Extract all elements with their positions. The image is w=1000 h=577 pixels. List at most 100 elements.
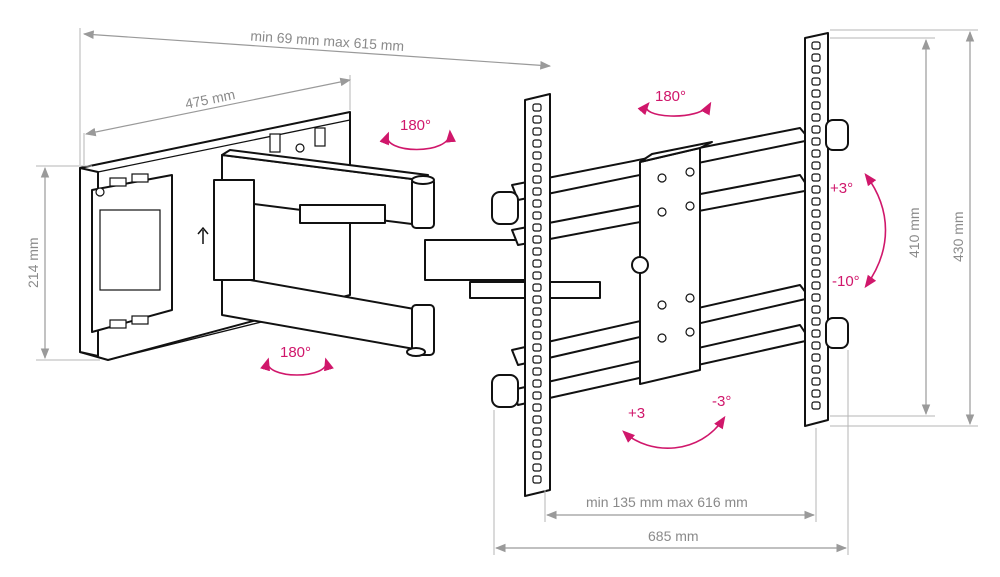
mounting-slot [811, 389, 821, 398]
rotation-tilt: +3° -10° [830, 172, 887, 290]
mounting-slot [811, 353, 821, 362]
wall-plate-width-label: 475 mm [184, 86, 237, 112]
center-plate-holes [657, 167, 695, 343]
tv-bracket [491, 32, 849, 497]
mounting-slot [811, 341, 821, 350]
tilt-down-label: -10° [832, 273, 860, 290]
mounting-slot [532, 259, 542, 268]
dim-bracket-width: 685 mm [493, 350, 849, 555]
tilt-up-label: +3° [830, 180, 853, 197]
mounting-slot [811, 149, 821, 158]
rotation-arm-lower-label: 180° [280, 344, 311, 361]
dim-wall-plate-height: 214 mm [25, 165, 100, 361]
plate-hole [657, 333, 667, 343]
level-plus-label: +3 [628, 405, 645, 422]
mounting-slot [811, 65, 821, 74]
level-minus-label: -3° [712, 393, 731, 410]
rotation-level: +3 -3° [622, 393, 731, 449]
articulating-arms [213, 149, 601, 357]
plate-hole [657, 207, 667, 217]
mounting-slot [811, 329, 821, 338]
mounting-slot [532, 223, 542, 232]
mounting-slot [811, 221, 821, 230]
mounting-slot [811, 77, 821, 86]
mounting-slot [532, 175, 542, 184]
plate-hole [685, 167, 695, 177]
mounting-slot [811, 185, 821, 194]
left-bar-slots [532, 103, 542, 484]
mounting-slot [811, 89, 821, 98]
mounting-slot [811, 101, 821, 110]
mounting-slot [811, 281, 821, 290]
mounting-slot [532, 199, 542, 208]
mounting-slot [811, 233, 821, 242]
mounting-slot [811, 269, 821, 278]
mounting-slot [811, 365, 821, 374]
mounting-slot [811, 197, 821, 206]
mounting-slot [532, 475, 542, 484]
mounting-slot [532, 391, 542, 400]
mounting-slot [532, 115, 542, 124]
mounting-slot [811, 209, 821, 218]
mounting-slot [532, 307, 542, 316]
mounting-slot [532, 151, 542, 160]
rotation-arm-upper: 180° [379, 117, 456, 151]
mounting-slot [532, 343, 542, 352]
mounting-slot [811, 245, 821, 254]
mounting-slot [811, 161, 821, 170]
plate-hole [685, 293, 695, 303]
mounting-slot [532, 415, 542, 424]
mounting-slot [532, 271, 542, 280]
mounting-slot [811, 401, 821, 410]
mounting-slot [811, 41, 821, 50]
plate-hole [685, 201, 695, 211]
depth-range-label: min 69 mm max 615 mm [250, 28, 405, 54]
plate-hole [685, 327, 695, 337]
rotation-top-center-label: 180° [655, 88, 686, 105]
bracket-width-label: 685 mm [648, 528, 699, 544]
plate-hole [657, 300, 667, 310]
mounting-slot [811, 53, 821, 62]
mounting-slot [811, 305, 821, 314]
mounting-slot [811, 125, 821, 134]
mounting-slot [532, 331, 542, 340]
mounting-slot [532, 379, 542, 388]
right-bar-slots [811, 41, 821, 410]
dim-hole-vertical: 410 mm [830, 37, 935, 417]
mounting-slot [532, 319, 542, 328]
mounting-slot [532, 235, 542, 244]
mounting-slot [811, 173, 821, 182]
mounting-slot [811, 113, 821, 122]
up-arrow-icon [197, 226, 209, 244]
rotation-arm-upper-label: 180° [400, 117, 431, 134]
hole-vertical-label: 410 mm [906, 207, 922, 258]
mounting-slot [811, 317, 821, 326]
mounting-slot [532, 295, 542, 304]
mounting-slot [532, 427, 542, 436]
wall-plate-height-label: 214 mm [25, 237, 41, 288]
mounting-slot [811, 137, 821, 146]
rotation-top-center: 180° [637, 88, 712, 117]
mounting-slot [532, 367, 542, 376]
mounting-slot [532, 463, 542, 472]
mounting-slot [532, 403, 542, 412]
mounting-slot [532, 283, 542, 292]
hole-horizontal-label: min 135 mm max 616 mm [586, 494, 748, 510]
rotation-arm-lower: 180° [260, 344, 334, 376]
mounting-slot [532, 163, 542, 172]
mounting-slot [532, 247, 542, 256]
mounting-slot [532, 103, 542, 112]
mounting-slot [532, 211, 542, 220]
mounting-slot [811, 257, 821, 266]
mounting-slot [811, 377, 821, 386]
mounting-slot [811, 293, 821, 302]
mounting-slot [532, 127, 542, 136]
mounting-slot [532, 355, 542, 364]
plate-hole [657, 173, 667, 183]
bracket-height-label: 430 mm [950, 211, 966, 262]
mounting-slot [532, 187, 542, 196]
mounting-slot [532, 139, 542, 148]
mounting-slot [532, 451, 542, 460]
dim-bracket-height: 430 mm [830, 29, 978, 427]
